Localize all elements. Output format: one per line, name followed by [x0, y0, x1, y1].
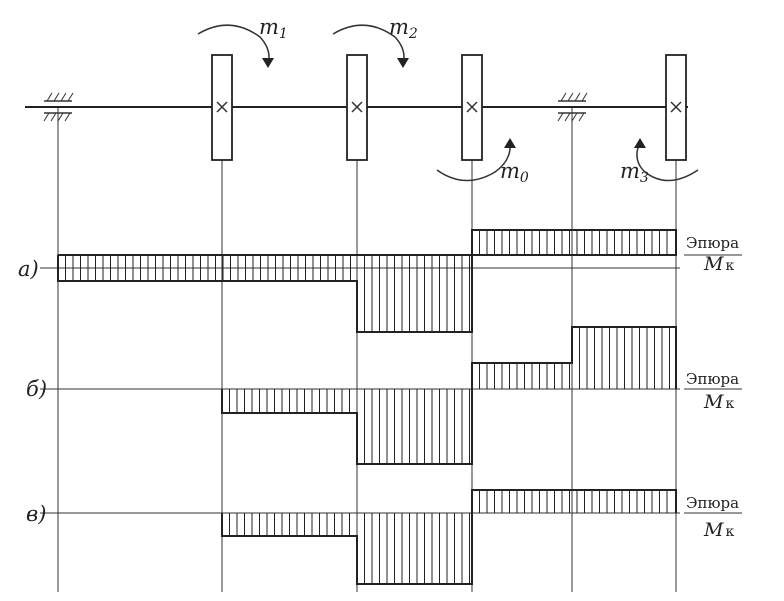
moment-label-m1: m1 — [259, 15, 288, 42]
pulley-2 — [346, 54, 368, 161]
epure-hatching — [229, 513, 350, 536]
support-left — [43, 92, 74, 122]
epure-hatching — [364, 513, 470, 584]
epure-hatching — [479, 363, 570, 389]
epure-hatching — [479, 490, 668, 513]
diagram-c-label: в) — [26, 502, 46, 526]
diagram-b-label: б) — [26, 377, 47, 401]
moment-arrow-m3 — [634, 138, 699, 182]
moment-arrow-m0 — [436, 138, 516, 182]
moment-label-m2: m2 — [389, 15, 418, 42]
diagram-b-caption: Эпюра — [686, 370, 739, 388]
epure-hatching — [364, 389, 470, 464]
epure-hatching — [65, 255, 351, 281]
guide-lines — [57, 108, 677, 592]
epure-hatching — [479, 230, 668, 255]
epure-hatching — [229, 389, 350, 413]
moment-label-m0: m0 — [500, 159, 529, 186]
epure-hatching — [579, 327, 670, 389]
moment-arrow-m2 — [332, 24, 409, 68]
diagram-c-caption: Эпюра — [686, 494, 739, 512]
pulley-0 — [461, 54, 483, 161]
epure-hatching — [364, 255, 470, 332]
diagram-a-label: а) — [18, 257, 39, 281]
moment-label-m3: m3 — [620, 159, 649, 186]
pulley-3 — [665, 54, 687, 161]
pulley-1 — [211, 54, 233, 161]
diagram-a-caption: Эпюра — [686, 234, 739, 252]
support-right — [557, 92, 588, 122]
moment-arrow-m1 — [197, 24, 274, 68]
